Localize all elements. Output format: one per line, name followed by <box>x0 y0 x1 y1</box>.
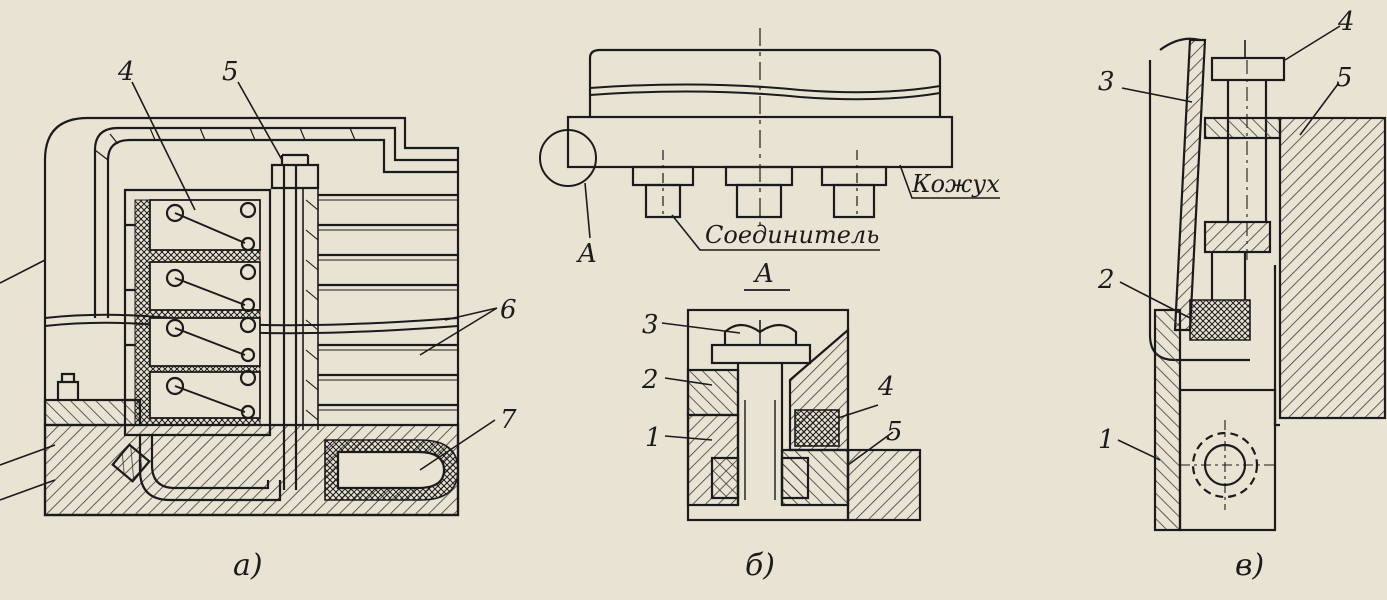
callout-b-3: 3 <box>642 310 659 340</box>
callout-c-5: 5 <box>1336 63 1353 93</box>
callout-b-1: 1 <box>645 423 662 453</box>
label-cover: Кожух <box>911 170 1000 198</box>
callout-b-5: 5 <box>886 417 903 447</box>
label-connector: Соединитель <box>705 221 879 249</box>
callout-a-6: 6 <box>500 295 517 325</box>
caption-view-b: б) <box>745 548 775 583</box>
callout-b-4: 4 <box>877 372 895 402</box>
view-b-section-drawing <box>661 308 922 522</box>
callout-c-2: 2 <box>1097 265 1115 295</box>
callout-a-5: 5 <box>222 57 239 87</box>
callout-a-7: 7 <box>500 405 517 435</box>
connector-plugs <box>631 150 888 219</box>
view-a-labels: 4 5 6 7 а) <box>117 57 517 583</box>
label-circle-mark: A <box>576 239 597 269</box>
callout-c-1: 1 <box>1098 425 1115 455</box>
label-section-title: A <box>753 259 774 289</box>
caption-view-c: в) <box>1235 548 1264 583</box>
caption-view-a: а) <box>233 548 263 583</box>
view-c-drawing <box>1117 25 1387 532</box>
callout-c-3: 3 <box>1098 67 1115 97</box>
callout-b-2: 2 <box>641 365 659 395</box>
view-c-labels: 3 2 1 4 5 в) <box>1097 7 1355 583</box>
view-b-top-drawing <box>539 28 1000 291</box>
view-b-labels: Кожух Соединитель A A 3 2 1 4 5 б) <box>576 170 1000 583</box>
callout-a-4: 4 <box>117 57 135 87</box>
callout-c-4: 4 <box>1337 7 1355 37</box>
view-a-drawing <box>0 81 498 517</box>
